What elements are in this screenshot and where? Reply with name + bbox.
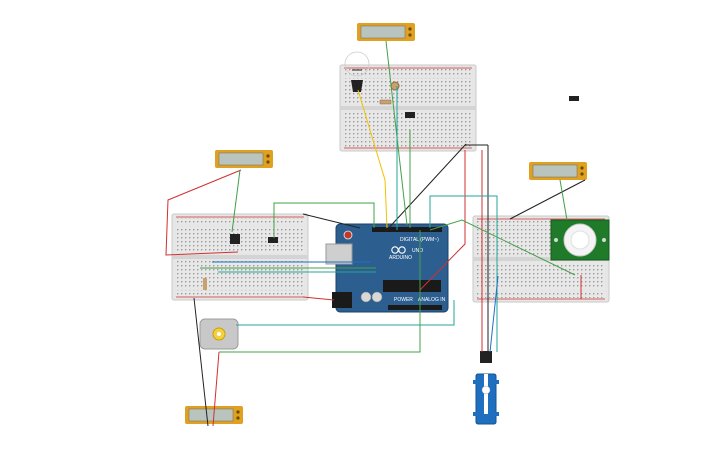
power-jack <box>332 292 352 308</box>
capacitor-2 <box>371 291 383 303</box>
capacitor-1 <box>360 291 372 303</box>
wires <box>165 40 586 427</box>
potentiometer-top[interactable] <box>390 81 400 91</box>
power-label: POWER <box>394 297 413 303</box>
analog-header <box>388 305 442 310</box>
analog-label: ANALOG IN <box>418 297 446 303</box>
uno-label: UNO <box>412 248 423 254</box>
lcd-module-top[interactable] <box>357 23 415 41</box>
loose-component[interactable] <box>569 96 579 101</box>
servo-motor[interactable] <box>473 351 499 425</box>
atmega-chip <box>383 280 441 292</box>
arduino-brand-label: ARDUINO <box>389 255 412 261</box>
sensor-left <box>230 234 240 244</box>
lcd-module-left[interactable] <box>215 150 273 168</box>
digital-header <box>372 227 442 232</box>
arduino-logo-icon <box>391 246 406 254</box>
breadboard-left[interactable] <box>171 213 309 301</box>
resistor-top <box>379 99 392 105</box>
lcd-module-right[interactable] <box>529 162 587 180</box>
ic-left <box>268 237 278 243</box>
ultrasonic-or-temp-sensor-top[interactable] <box>344 51 370 92</box>
usb-port <box>325 243 353 265</box>
pir-sensor[interactable] <box>550 219 610 261</box>
dc-motor[interactable] <box>199 318 239 350</box>
ic-top <box>405 112 415 118</box>
breadboard-top[interactable] <box>339 64 477 152</box>
reset-button[interactable] <box>343 230 353 240</box>
resistor-left <box>203 278 207 290</box>
